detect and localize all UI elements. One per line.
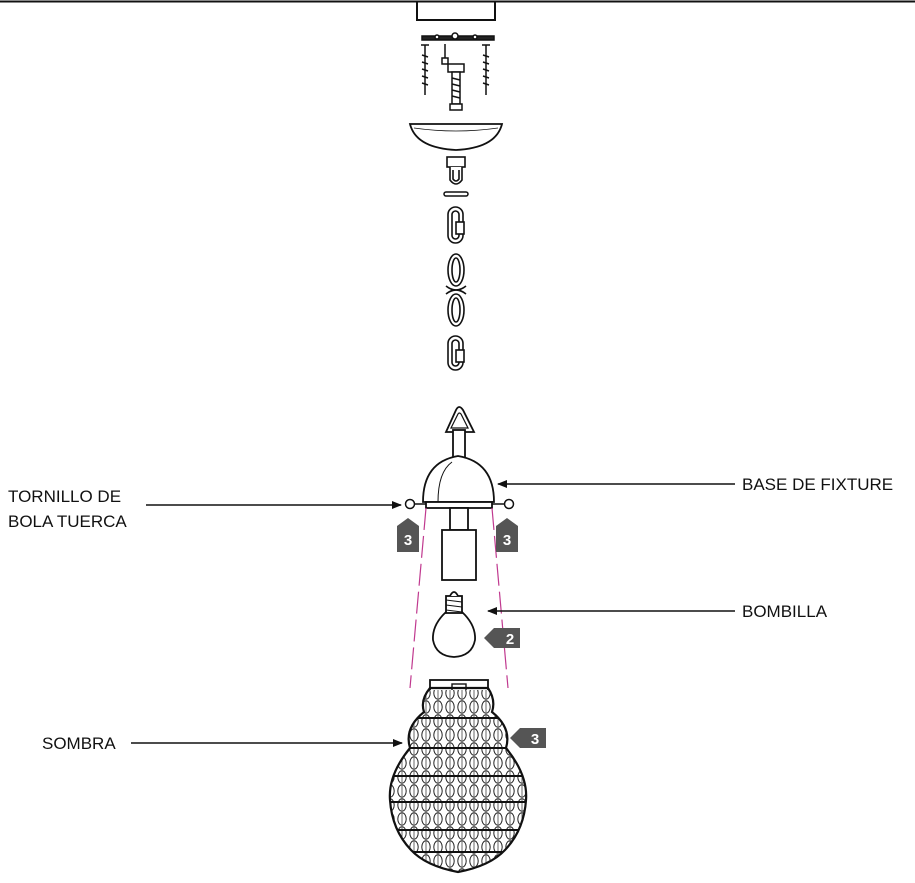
- step-badge-screw-left: 3: [397, 518, 419, 552]
- alignment-guides: [409, 507, 509, 689]
- step-badge-screw-right: 3: [496, 518, 518, 552]
- label-fixture-base: BASE DE FIXTURE: [742, 475, 893, 494]
- label-bulb: BOMBILLA: [742, 602, 828, 621]
- ball-nut-screw-left: [404, 498, 426, 510]
- chain-connector-top: [447, 206, 465, 244]
- mounting-plate: [421, 32, 495, 65]
- svg-text:3: 3: [531, 731, 539, 748]
- junction-box: [416, 1, 496, 21]
- label-screw-line1: TORNILLO DE: [8, 487, 121, 506]
- chain-connector-bottom: [447, 335, 465, 371]
- step-badge-bulb: 2: [484, 628, 520, 648]
- svg-text:2: 2: [506, 631, 514, 648]
- fixture-base: [422, 406, 495, 581]
- leader-lines: [131, 480, 735, 747]
- washer: [443, 191, 469, 197]
- ball-nut-screw-right: [492, 498, 515, 510]
- label-shade: SOMBRA: [42, 734, 116, 753]
- step-badge-shade: 3: [510, 728, 546, 748]
- mounting-screws: [421, 44, 490, 95]
- threaded-nipple: [447, 63, 465, 111]
- canopy: [408, 123, 504, 151]
- svg-text:3: 3: [404, 532, 412, 549]
- chain: [445, 253, 467, 327]
- light-bulb: [432, 591, 476, 658]
- loop-hook: [446, 156, 466, 185]
- rattan-shade: [388, 679, 528, 874]
- svg-text:3: 3: [503, 532, 511, 549]
- label-screw-line2: BOLA TUERCA: [8, 512, 127, 531]
